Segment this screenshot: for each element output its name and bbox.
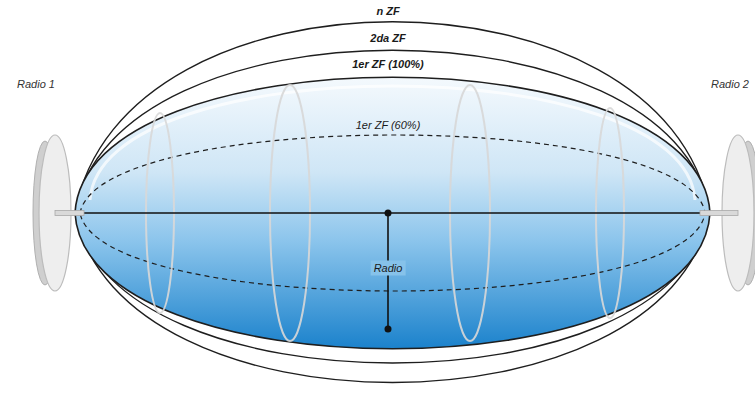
zone-label: 1er ZF (60%)	[356, 119, 421, 132]
dish-antenna	[700, 72, 755, 362]
zone-label: 2da ZF	[370, 32, 405, 45]
zone-n	[75, 22, 710, 383]
radio-label: Radio 1	[0, 78, 72, 91]
radio-label: Radio 2	[705, 78, 755, 91]
zone-label: n ZF	[376, 5, 399, 18]
radius-dot	[385, 326, 392, 333]
zone-label: 1er ZF (100%)	[352, 58, 424, 71]
radio-antenna: Radio 1	[0, 72, 84, 362]
radio-antenna: Radio 2	[700, 72, 755, 362]
zone-2	[75, 50, 710, 363]
zone-1-60	[80, 135, 705, 291]
radius-label: Radio	[371, 261, 406, 276]
line-of-sight	[84, 212, 700, 214]
zone-1-highlight	[90, 86, 695, 200]
zone-1	[75, 77, 710, 349]
dish-antenna	[0, 72, 84, 362]
